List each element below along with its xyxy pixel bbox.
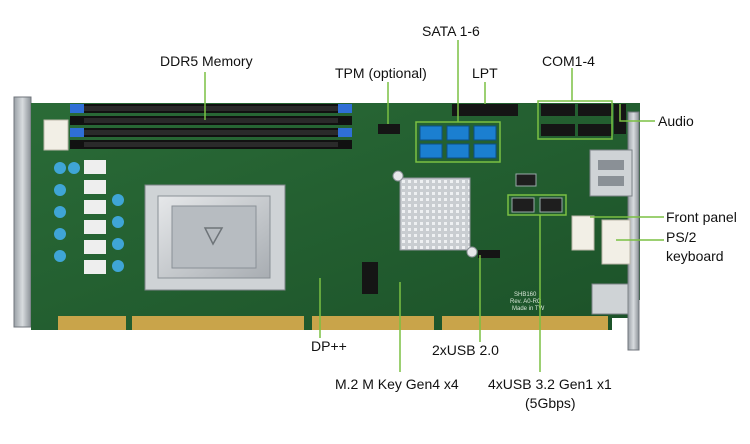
dimm-slots	[70, 104, 352, 149]
silk-origin: Made in TW	[512, 306, 545, 312]
m2-slot	[362, 262, 378, 294]
label-ps2-keyboard: keyboard	[666, 248, 724, 264]
ps2-connector	[601, 219, 631, 265]
label-tpm: TPM (optional)	[335, 65, 427, 81]
com-headers	[541, 104, 612, 136]
label-usb3: 4xUSB 3.2 Gen1 x1	[488, 376, 612, 392]
label-lpt: LPT	[472, 65, 498, 81]
label-sata: SATA 1-6	[422, 23, 480, 39]
highlight-boxes	[415, 100, 613, 216]
label-usb3-speed: (5Gbps)	[525, 395, 576, 411]
silk-rev: Rev. A0-RC	[510, 299, 542, 305]
label-m2: M.2 M Key Gen4 x4	[335, 376, 459, 392]
cpu-socket	[144, 184, 286, 291]
leader-lines	[204, 40, 664, 372]
pcb-board	[31, 103, 640, 330]
lpt-header	[452, 104, 518, 116]
tpm-header	[378, 124, 400, 134]
label-com: COM1-4	[542, 53, 595, 69]
label-ps2: PS/2	[666, 229, 697, 245]
rear-io-ports	[589, 149, 633, 315]
vrm-components	[54, 160, 124, 274]
label-audio: Audio	[658, 113, 694, 129]
label-front-panel: Front panel	[666, 209, 737, 225]
label-usb2: 2xUSB 2.0	[432, 342, 499, 358]
label-dp: DP++	[311, 338, 347, 354]
label-ddr5-memory: DDR5 Memory	[160, 53, 253, 69]
front-panel-connector	[571, 215, 595, 251]
highlight-usb3	[507, 194, 567, 216]
power-connector	[43, 119, 69, 151]
mounting-bracket-left	[13, 96, 32, 328]
chipset-heatsink	[392, 170, 478, 258]
silk-model: SHB160	[514, 292, 537, 298]
sata-connectors	[419, 125, 497, 159]
usb2-header	[478, 250, 500, 258]
highlight-com	[537, 100, 613, 140]
leader-audio	[619, 104, 655, 122]
gold-edge-fingers	[58, 316, 608, 330]
usb3-headers	[511, 173, 563, 213]
